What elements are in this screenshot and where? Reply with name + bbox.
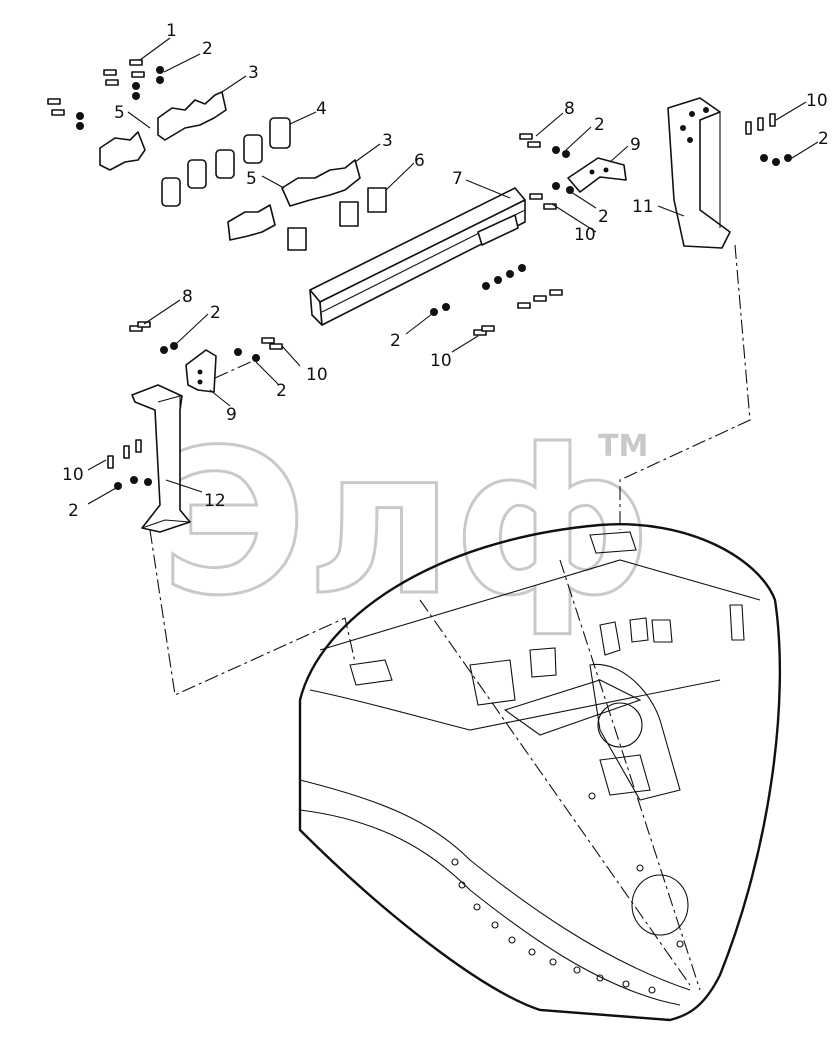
callout-12: 12 [204, 491, 226, 511]
callout-10: 10 [574, 225, 596, 245]
clamp-plates [99, 91, 361, 241]
bracket-part-11 [667, 97, 731, 249]
callout-10: 10 [806, 91, 828, 111]
callout-4: 4 [316, 99, 327, 119]
callout-7: 7 [452, 169, 463, 189]
callout-leaders [87, 37, 819, 505]
callout-2: 2 [594, 115, 605, 135]
callout-2: 2 [210, 303, 221, 323]
vehicle-frame [298, 523, 782, 1022]
callout-1: 1 [166, 21, 177, 41]
callout-10: 10 [430, 351, 452, 371]
bracket-part-9-upper [567, 157, 627, 193]
callout-8: 8 [182, 287, 193, 307]
callout-2: 2 [276, 381, 287, 401]
watermark-trademark: TM [598, 429, 648, 464]
callout-5: 5 [114, 103, 125, 123]
callout-2: 2 [818, 129, 829, 149]
leader-bracket-11 [619, 244, 751, 530]
callout-2: 2 [202, 39, 213, 59]
bracket-part-12 [131, 384, 191, 533]
callout-3: 3 [248, 63, 259, 83]
watermark-logo: Элф [160, 407, 652, 640]
watermark: Элф TM [159, 406, 654, 642]
callout-2: 2 [390, 331, 401, 351]
callout-10: 10 [306, 365, 328, 385]
callout-3: 3 [382, 131, 393, 151]
callout-2: 2 [68, 501, 79, 521]
callout-9: 9 [630, 135, 641, 155]
callout-5: 5 [246, 169, 257, 189]
callout-2: 2 [598, 207, 609, 227]
channel-part-7 [309, 187, 526, 326]
callout-numbers: 1 2 3 4 5 3 5 6 7 8 2 9 2 10 11 10 2 8 2… [62, 21, 829, 521]
callout-10: 10 [62, 465, 84, 485]
leader-bracket-9 [214, 359, 256, 379]
bushings-part-4 [161, 117, 291, 207]
bracket-part-9-lower [185, 349, 217, 393]
pads-part-6 [287, 187, 387, 251]
callout-8: 8 [564, 99, 575, 119]
callout-6: 6 [414, 151, 425, 171]
leader-bracket-12 [149, 529, 356, 696]
callout-9: 9 [226, 405, 237, 425]
callout-11: 11 [632, 197, 654, 217]
